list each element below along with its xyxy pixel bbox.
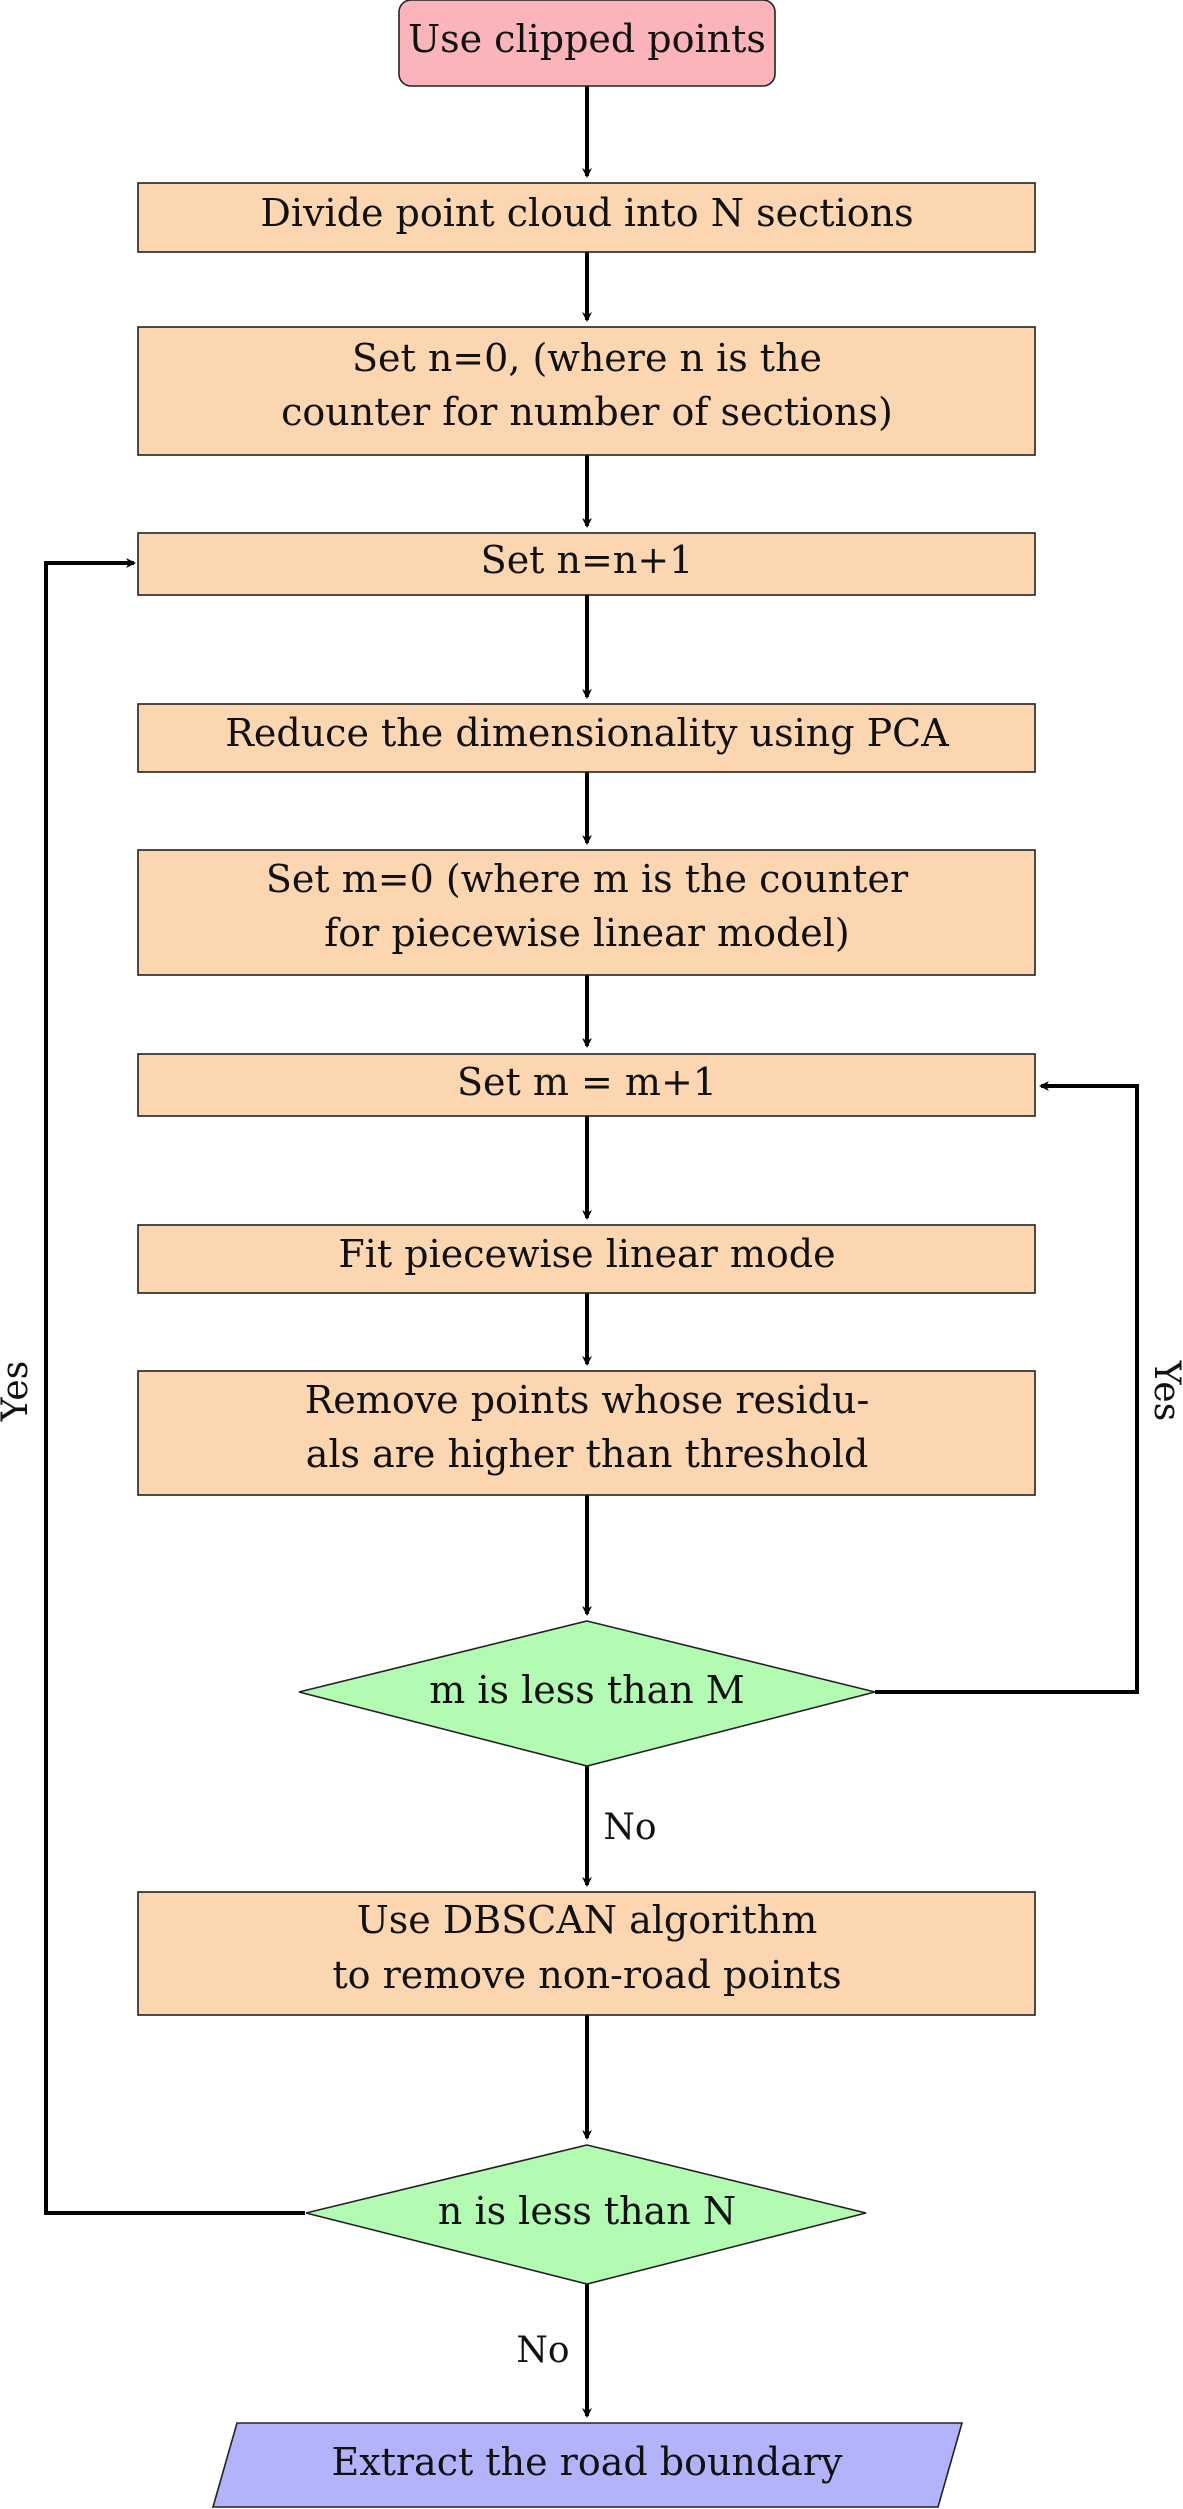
node-start-line-1: Use clipped points [408, 17, 766, 61]
node-start-shape [398, 0, 776, 87]
node-set-m0-line-2: for piecewise linear model) [324, 911, 850, 955]
node-set-m0: Set m=0 (where m is the counter for piec… [137, 849, 1036, 976]
node-set-m1: Set m = m+1 [137, 1053, 1036, 1117]
node-dbscan-text: Use DBSCAN algorithm [357, 1898, 817, 1942]
node-pca-text: Reduce the dimensionality using PCA [225, 711, 949, 755]
node-set-m0-line-1: Set m=0 (where m is the counter [266, 857, 909, 901]
node-set-n1-text: Set n=n+1 [481, 538, 694, 582]
node-pca-shape [137, 703, 1036, 773]
label-n-no: No [516, 2330, 569, 2371]
connectors [44, 86, 1139, 2418]
node-set-m1-line-1: Set m = m+1 [457, 1060, 717, 1104]
node-remove-text: Remove points whose residu- [305, 1378, 870, 1422]
node-start: Use clipped points [398, 0, 776, 87]
node-extract-shape [211, 2422, 964, 2508]
node-dbscan-shape [137, 1891, 1036, 2016]
node-dbscan: Use DBSCAN algorithm to remove non-road … [137, 1891, 1036, 2016]
node-decision-m-shape [298, 1620, 876, 1767]
node-extract: Extract the road boundary [211, 2422, 964, 2508]
node-pca-line-1: Reduce the dimensionality using PCA [225, 711, 949, 755]
node-remove-text-2: als are higher than threshold [306, 1432, 869, 1476]
node-decision-n-text: n is less than N [438, 2189, 736, 2233]
node-pca: Reduce the dimensionality using PCA [137, 703, 1036, 773]
node-set-n0-shape [137, 326, 1036, 456]
node-fit: Fit piecewise linear mode [137, 1224, 1036, 1294]
node-divide-shape [137, 182, 1036, 253]
node-divide: Divide point cloud into N sections [137, 182, 1036, 253]
node-set-n0: Set n=0, (where n is the counter for num… [137, 326, 1036, 456]
label-n-yes: Yes [0, 1361, 36, 1422]
node-decision-n-line-1: n is less than N [438, 2189, 736, 2233]
node-decision-m-line-1: m is less than M [429, 1668, 744, 1712]
node-decision-n-shape [305, 2144, 867, 2285]
node-set-m0-shape [137, 849, 1036, 976]
node-set-n0-text-2: counter for number of sections) [281, 390, 893, 434]
label-m-no: No [603, 1807, 656, 1848]
node-decision-m: m is less than M [298, 1620, 876, 1767]
node-set-m0-text-2: for piecewise linear model) [324, 911, 850, 955]
node-dbscan-line-1: Use DBSCAN algorithm [357, 1898, 817, 1942]
node-set-n0-text: Set n=0, (where n is the [352, 336, 822, 380]
node-divide-text: Divide point cloud into N sections [260, 191, 913, 235]
node-dbscan-text-2: to remove non-road points [332, 1953, 841, 1997]
node-set-n1-shape [137, 532, 1036, 596]
node-start-text: Use clipped points [408, 17, 766, 61]
node-fit-line-1: Fit piecewise linear mode [338, 1232, 835, 1276]
node-set-n0-line-1: Set n=0, (where n is the [352, 336, 822, 380]
node-fit-text: Fit piecewise linear mode [338, 1232, 835, 1276]
edge-decision-m-yes-loop [875, 1081, 1139, 1694]
node-extract-text: Extract the road boundary [331, 2440, 843, 2484]
label-m-yes: Yes [1146, 1360, 1183, 1421]
node-remove-line-2: als are higher than threshold [306, 1432, 869, 1476]
node-decision-n: n is less than N [305, 2144, 867, 2285]
node-extract-line-1: Extract the road boundary [331, 2440, 843, 2484]
node-remove-line-1: Remove points whose residu- [305, 1378, 870, 1422]
node-dbscan-line-2: to remove non-road points [332, 1953, 841, 1997]
node-set-m1-text: Set m = m+1 [457, 1060, 717, 1104]
node-set-n0-line-2: counter for number of sections) [281, 390, 893, 434]
node-divide-line-1: Divide point cloud into N sections [260, 191, 913, 235]
node-fit-shape [137, 1224, 1036, 1294]
node-remove-shape [137, 1370, 1036, 1496]
edge-decision-n-yes-loop [44, 558, 305, 2215]
node-decision-m-text: m is less than M [429, 1668, 744, 1712]
node-remove: Remove points whose residu- als are high… [137, 1370, 1036, 1496]
node-set-n1-line-1: Set n=n+1 [481, 538, 694, 582]
node-set-m1-shape [137, 1053, 1036, 1117]
node-set-m0-text: Set m=0 (where m is the counter [266, 857, 909, 901]
node-set-n1: Set n=n+1 [137, 532, 1036, 596]
